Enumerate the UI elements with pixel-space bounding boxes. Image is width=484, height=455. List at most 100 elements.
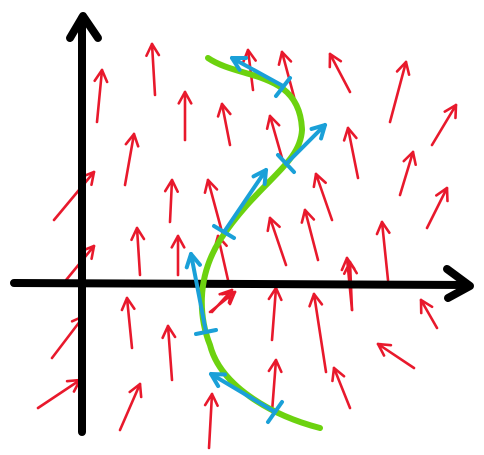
field-arrow-shaft [206,178,224,234]
field-arrow-head [443,103,458,120]
tangent-vector-shaft [230,56,285,88]
field-arrow-shaft [380,220,390,282]
field-arrow-shaft [220,102,232,147]
field-arrow [376,342,416,370]
tangent-vectors [184,56,327,424]
field-arrow [163,178,179,224]
field-arrow-shaft [168,178,174,224]
field-arrow-head [128,382,143,399]
field-arrow-shaft [118,382,142,432]
field-arrow-shaft [303,208,320,262]
field-arrow-shaft [268,216,288,267]
tangent-vector [230,56,285,88]
field-arrow-shaft [398,150,415,197]
field-arrow-head [402,150,417,167]
field-arrow-shaft [430,103,458,147]
field-arrow-shaft [332,366,352,410]
field-arrow-shaft [268,114,284,160]
field-arrow [203,392,219,450]
tangent-vector [222,168,268,234]
field-arrow [425,186,449,230]
y-axis-arrowhead [66,12,102,42]
field-arrow [430,103,458,147]
x-axis [10,279,472,289]
tangent-vector-shaft [209,372,277,414]
field-arrow [265,114,284,160]
field-arrow-head [342,126,358,142]
field-arrow-shaft [150,42,157,97]
field-arrow-shaft [388,60,408,124]
field-arrow [130,226,146,277]
tangent-tick [212,224,236,240]
field-arrow-head [265,114,281,130]
field-arrow-shaft [328,52,352,94]
field-arrow-head [342,260,359,275]
field-arrow-shaft [270,358,278,414]
field-arrow [342,126,360,180]
field-arrow [118,382,143,432]
tangent-tick [266,400,284,424]
field-arrow-head [308,292,324,308]
field-arrow [93,68,109,124]
tangent-vector-head [209,372,227,389]
field-arrow [177,90,193,142]
field-arrow-head [170,234,186,249]
field-arrow-shaft [312,292,328,374]
field-arrow-shaft [125,296,134,350]
field-arrow [312,172,334,222]
field-arrow [123,132,140,187]
tangent-vector-shaft [189,252,208,334]
field-arrow-head [216,102,232,118]
tangent-vector-shaft [222,168,268,234]
field-arrow [161,324,177,382]
field-arrow-shaft [95,68,104,124]
field-arrow [120,296,136,350]
field-arrow [375,220,391,282]
field-arrow-head [375,220,391,236]
field-arrow-head [331,366,346,383]
field-arrow-head [376,342,393,357]
field-arrow-head [145,42,161,58]
field-arrow [170,234,186,277]
field-arrow [203,178,224,234]
x-axis-arrowhead [443,265,474,302]
field-arrow-head [177,90,193,105]
field-arrow-head [161,324,177,340]
field-arrow [266,216,288,267]
field-arrow-shaft [166,324,174,382]
field-arrow [398,150,417,197]
field-arrow-head [130,226,146,242]
field-arrow-head [266,216,281,233]
tangent-vector-head [230,56,248,72]
field-arrow-shaft [52,170,96,222]
field-arrow-head [312,172,327,189]
field-arrow-shaft [346,126,360,180]
tangent-vector-head [309,123,327,141]
field-arrow [267,358,283,414]
tangent-vector-shaft [284,123,327,166]
field-arrow [208,290,237,314]
field-arrow-head [300,208,316,224]
field-arrow-shaft [425,186,449,230]
field-arrow-shaft [36,378,82,410]
field-arrow [300,208,320,262]
field-arrow-shaft [207,392,214,450]
tangent-tick [194,328,218,336]
field-arrow-head [395,60,411,76]
field-arrow [216,102,232,147]
field-arrow-head [203,178,219,194]
field-arrow-head [267,358,283,374]
field-arrow-head [120,296,136,312]
field-arrow [145,42,161,97]
field-arrow-head [124,132,140,148]
field-arrow [328,52,352,94]
field-arrow-head [328,52,343,69]
field-arrow-shaft [208,290,237,314]
field-arrow [308,292,328,374]
tangent-vector-head [184,252,202,270]
field-arrow-head [220,290,237,306]
field-arrow-shaft [123,132,136,187]
tangent-tick [274,76,292,98]
tangent-vector [209,372,277,414]
